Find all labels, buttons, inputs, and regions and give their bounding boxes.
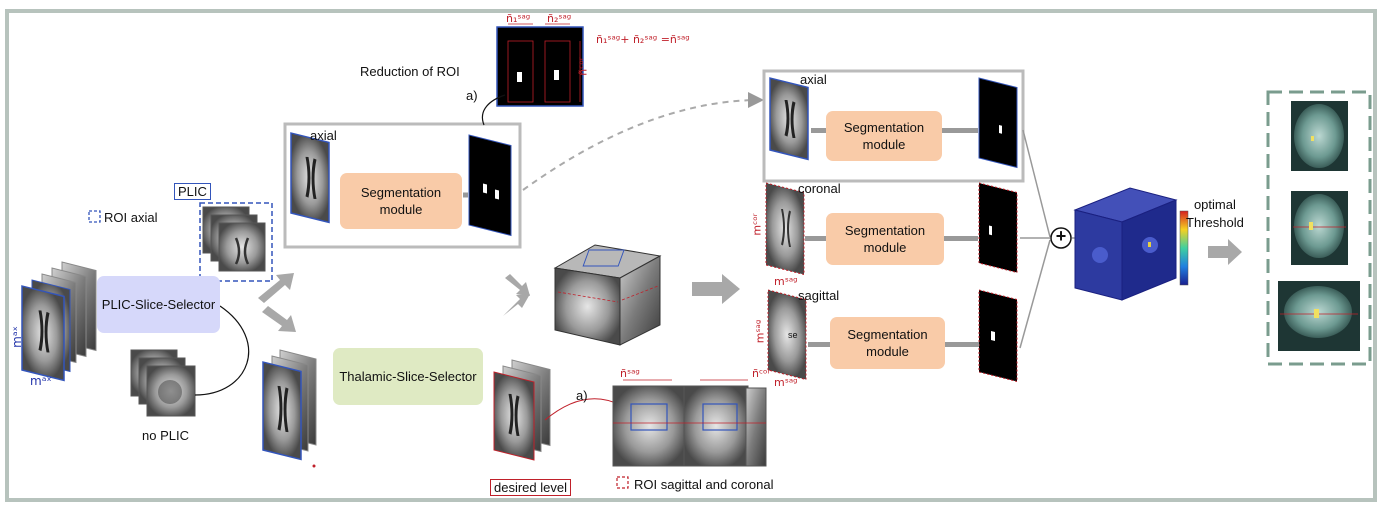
coronal-slice-icon xyxy=(765,182,805,276)
optimal-threshold-label: optimal Threshold xyxy=(1186,197,1244,230)
coronal-label: coronal xyxy=(798,181,841,196)
roi-axial-label: ROI axial xyxy=(104,210,158,225)
segmentation-module-axial-top: Segmentation module xyxy=(340,173,462,229)
n-formula-label: ñ₁ˢᵃᵍ+ ñ₂ˢᵃᵍ =ñˢᵃᵍ xyxy=(596,33,690,46)
output-panel xyxy=(1266,90,1372,366)
roi-axial-legend-icon xyxy=(88,210,101,223)
volume-cube-icon xyxy=(553,244,662,346)
axial-top-label: axial xyxy=(310,128,337,143)
sagittal-label: sagittal xyxy=(798,288,840,303)
n-sag-bottom-label: ñˢᵃᵍ xyxy=(620,367,640,380)
outer-frame xyxy=(5,9,1377,502)
roi-sag-cor-legend-icon xyxy=(616,476,629,489)
se-label: se xyxy=(788,330,798,340)
segmentation-module-sagittal: Segmentation module xyxy=(830,317,945,369)
output-axial-icon xyxy=(1291,101,1348,171)
n2-sag-label: ñ₂ˢᵃᵍ xyxy=(547,12,572,25)
axial-right-label: axial xyxy=(800,72,827,87)
m-ax-vertical-label: mᵃˣ xyxy=(9,326,24,348)
m-cor-horizontal-label: mˢᵃᵍ xyxy=(774,275,798,288)
output-sagittal-icon xyxy=(1278,281,1360,351)
dashed-arrow xyxy=(522,92,764,191)
sagittal-slice-icon xyxy=(767,289,807,381)
desired-level-stack-icon xyxy=(493,359,551,461)
n-cor-bottom-label: ñᶜᵒʳ xyxy=(752,367,771,380)
m-ax-horizontal-label: mᵃˣ xyxy=(30,374,52,388)
mask-coronal-icon xyxy=(978,182,1018,274)
sagittal-coronal-panel-icon xyxy=(612,379,767,467)
axial-slice-right-icon xyxy=(769,77,809,161)
colorbar-icon xyxy=(1179,210,1189,286)
axial-slice-icon xyxy=(290,132,330,224)
a-label-bottom: a) xyxy=(576,388,588,403)
m-sag-label: mˢᵃᵍ xyxy=(753,319,767,344)
n1-sag-label: ñ₁ˢᵃᵍ xyxy=(506,12,531,25)
connector-bars xyxy=(805,128,979,347)
mask-axial-right-icon xyxy=(978,77,1018,169)
arrow-icon xyxy=(258,239,1242,332)
plus-circle-icon xyxy=(1050,227,1072,249)
heatmap-cube-icon xyxy=(1073,187,1178,301)
no-plic-slices-icon xyxy=(130,349,196,417)
axial-right-box xyxy=(762,69,1025,183)
no-plic-label: no PLIC xyxy=(142,428,189,443)
plic-slices-icon xyxy=(199,202,273,282)
segmentation-module-axial-right: Segmentation module xyxy=(826,111,942,161)
thalamic-slice-selector: Thalamic-Slice-Selector xyxy=(333,348,483,405)
mask-sagittal-icon xyxy=(978,289,1018,383)
m-sag-horizontal-label: mˢᵃᵍ xyxy=(774,376,798,389)
roi-reduction-thumbnail-icon xyxy=(496,23,584,107)
roi-sag-cor-label: ROI sagittal and coronal xyxy=(634,477,774,492)
plic-label: PLIC xyxy=(174,183,211,200)
desired-level-label: desired level xyxy=(490,479,571,496)
connector-curve xyxy=(194,305,250,396)
reduction-roi-label: Reduction of ROI xyxy=(360,64,460,79)
plus-label: + xyxy=(1055,226,1067,246)
m-cor-label: mᶜᵒʳ xyxy=(750,213,764,236)
mask-slice-icon xyxy=(468,134,512,237)
thalamic-input-stack-icon xyxy=(262,349,317,468)
plic-slice-selector: PLIC-Slice-Selector xyxy=(97,276,220,333)
n-cor-top-label: ñᶜᵒʳ xyxy=(576,57,590,76)
a-label-top: a) xyxy=(466,88,478,103)
axial-top-box xyxy=(283,122,522,249)
output-coronal-icon xyxy=(1291,191,1348,265)
segmentation-module-coronal: Segmentation module xyxy=(826,213,944,265)
input-mri-stack-icon xyxy=(21,261,97,382)
